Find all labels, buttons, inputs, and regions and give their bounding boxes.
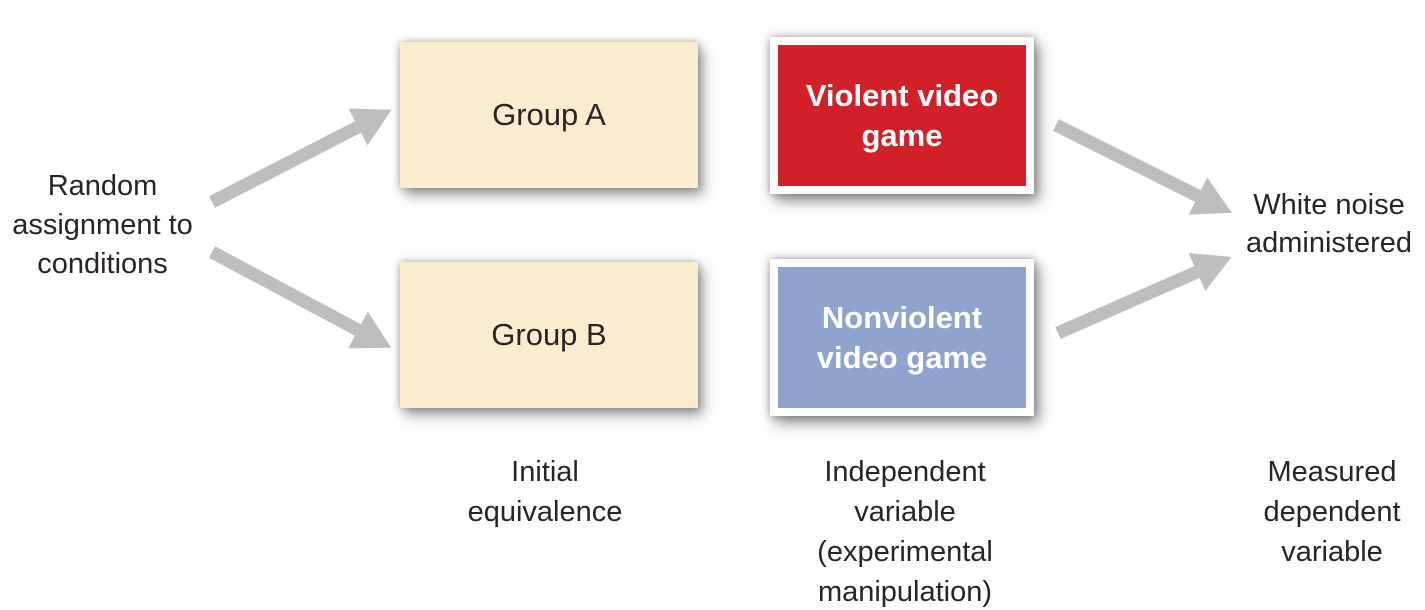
nonviolent-video-game-label: Nonviolent video game <box>816 299 988 375</box>
arrow-violent-to-outcome <box>1053 119 1232 215</box>
group-b-label: Group B <box>491 317 607 352</box>
arrow-random-to-group-a <box>209 108 392 208</box>
caption-initial-equivalence: Initial equivalence <box>467 456 623 528</box>
group-b-box: Group B <box>400 262 698 408</box>
arrow-nonviolent-to-outcome <box>1055 252 1232 339</box>
group-a-box: Group A <box>400 42 698 188</box>
violent-video-game-label: Violent video game <box>805 77 999 153</box>
random-assignment-label: Random assignment to conditions <box>12 170 193 280</box>
nonviolent-video-game-box: Nonviolent video game <box>770 259 1034 416</box>
caption-measured-dependent-variable: Measured dependent variable <box>1263 456 1401 568</box>
caption-independent-variable: Independent variable (experimental manip… <box>817 456 993 608</box>
arrow-random-to-group-b <box>208 246 392 349</box>
group-a-label: Group A <box>492 97 606 132</box>
white-noise-label: White noise administered <box>1245 189 1413 259</box>
violent-video-game-box: Violent video game <box>770 37 1034 194</box>
